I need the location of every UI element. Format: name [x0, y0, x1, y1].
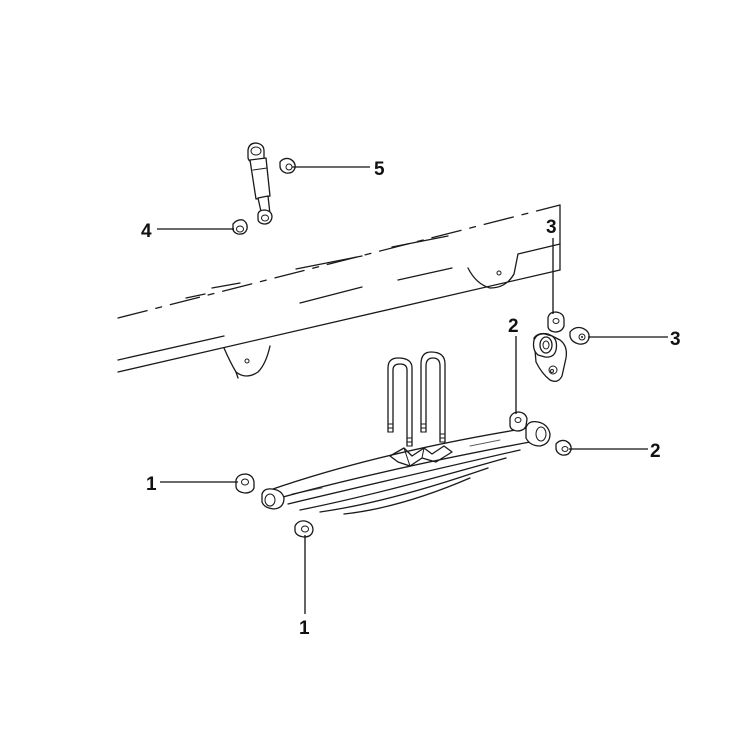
bushing-3-right: [569, 326, 590, 345]
frame-rail: [117, 204, 561, 379]
bushing-2-right: [555, 439, 572, 456]
label-2-upper: 2: [508, 316, 519, 337]
leader-lines: [157, 166, 668, 614]
label-1-left: 1: [146, 474, 157, 495]
bushing-5: [279, 157, 296, 174]
bushing-1-upper: [235, 473, 255, 494]
bushing-4: [232, 219, 248, 235]
bushing-1-lower: [294, 520, 314, 538]
callout-labels: 5 4 3 3 2 2 1 1: [141, 159, 681, 639]
shock-absorber: [247, 142, 273, 225]
label-5: 5: [374, 159, 385, 180]
leaf-spring: [261, 420, 551, 515]
bushing-2-upper: [509, 411, 528, 432]
spring-seat: [389, 445, 453, 467]
label-3-top: 3: [546, 217, 557, 238]
label-1-bottom: 1: [299, 618, 310, 639]
label-3-right: 3: [670, 329, 681, 350]
label-2-right: 2: [650, 441, 661, 462]
label-4: 4: [141, 221, 152, 242]
spring-shackle: [532, 311, 568, 382]
u-bolts: [387, 351, 446, 447]
